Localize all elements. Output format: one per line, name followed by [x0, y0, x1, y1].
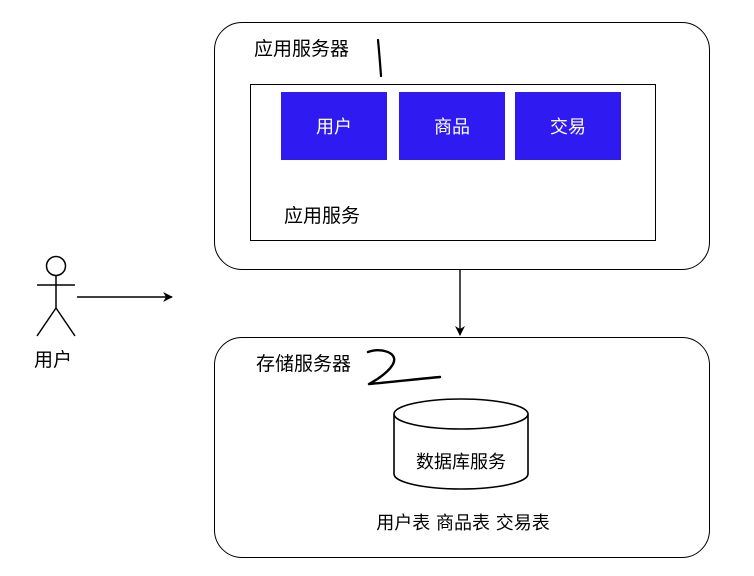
application-server-title: 应用服务器 — [254, 38, 350, 60]
database-cylinder-icon — [393, 398, 529, 490]
database-service-label: 数据库服务 — [416, 452, 506, 473]
storage-server-title: 存储服务器 — [256, 353, 352, 375]
actor-label: 用户 — [34, 349, 73, 371]
database-tables-label: 用户表 商品表 交易表 — [376, 513, 550, 534]
module-goods: 商品 — [399, 92, 505, 160]
stick-figure-icon — [36, 255, 76, 337]
handwritten-annotation-two — [366, 349, 442, 386]
application-service-label: 应用服务 — [284, 205, 361, 227]
handwritten-annotation-one — [376, 38, 383, 78]
module-trade: 交易 — [515, 92, 621, 160]
module-user: 用户 — [281, 92, 387, 160]
